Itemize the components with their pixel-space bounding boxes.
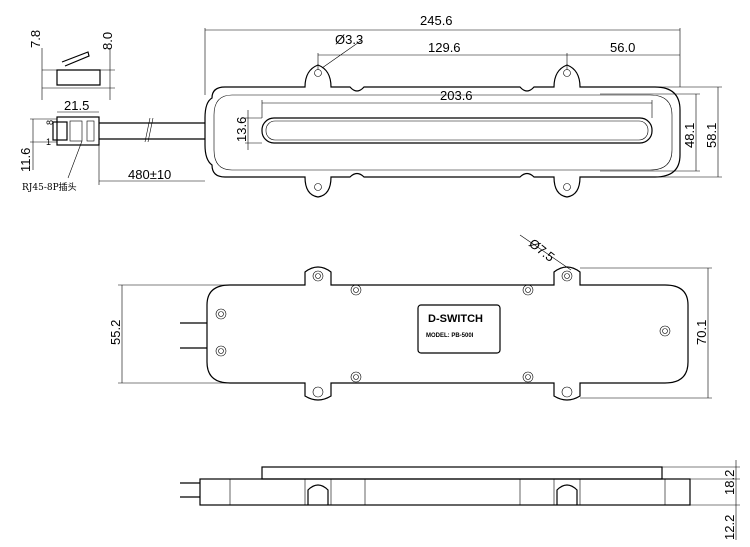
dim-rj-side: 11.6 <box>18 148 33 172</box>
dim-cable-length: 480±10 <box>128 167 171 182</box>
dim-base-thickness: 12.2 <box>722 515 737 540</box>
side-view: 18.2 12.2 <box>180 460 740 540</box>
dim-tab-hole-diameter: Ø7.5 <box>526 236 557 265</box>
dim-thickness: 18.2 <box>722 470 737 495</box>
dim-inner-height: 48.1 <box>682 123 697 148</box>
dim-slot-length: 203.6 <box>440 88 473 103</box>
top-view: 245.6 Ø3.3 129.6 56.0 203.6 13.6 48.1 58… <box>204 13 722 198</box>
dim-total-length: 245.6 <box>420 13 453 28</box>
dim-body-height: 55.2 <box>108 320 123 345</box>
rj45-label: RJ45-8P插头 <box>22 181 77 193</box>
brand-label: D-SWITCH <box>428 313 483 325</box>
dim-hole-offset: 56.0 <box>610 40 635 55</box>
dim-hole-spacing: 129.6 <box>428 40 461 55</box>
dim-rj-width: 21.5 <box>64 98 89 113</box>
dim-outer-height: 58.1 <box>704 123 719 148</box>
dim-rj-height-right: 8.0 <box>100 32 115 50</box>
model-label: MODEL: PB-500I <box>426 333 474 339</box>
dim-total-height: 70.1 <box>694 320 709 345</box>
dim-slot-width: 13.6 <box>234 117 249 142</box>
rj45-side-view: 7.8 8.0 <box>28 30 115 100</box>
nameplate <box>417 304 501 354</box>
bottom-view: D-SWITCH MODEL: PB-500I 55.2 70.1 Ø7.5 <box>108 234 712 401</box>
pin-1-label: 1 <box>46 137 51 147</box>
rj45-plug-top-view: 21.5 8 1 11.6 RJ45-8P插头 480±10 <box>18 98 205 193</box>
pin-8-label: 8 <box>45 120 55 125</box>
dim-hole-diameter: Ø3.3 <box>335 32 363 47</box>
dim-rj-height-left: 7.8 <box>28 30 43 48</box>
